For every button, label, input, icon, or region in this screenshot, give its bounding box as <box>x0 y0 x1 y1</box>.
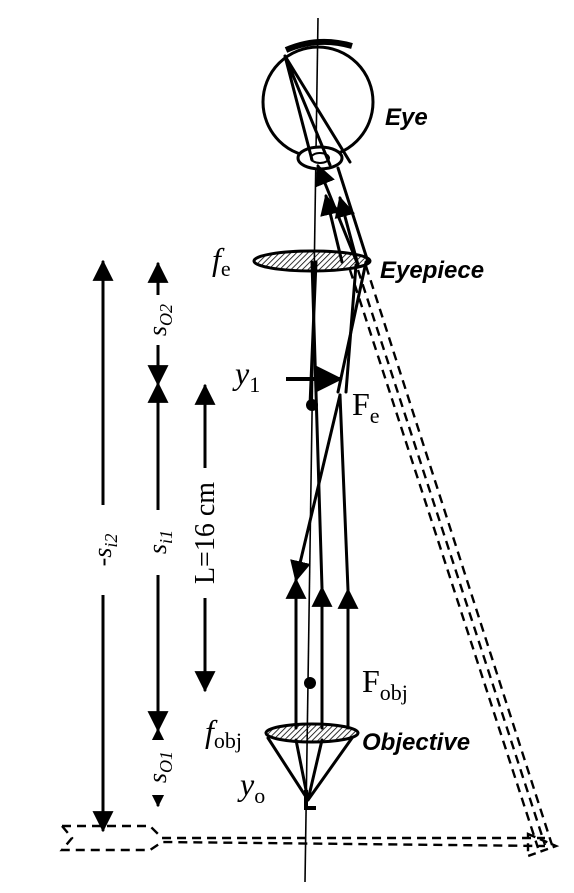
label-eye: Eye <box>385 104 428 131</box>
objective-lens <box>264 722 360 744</box>
label-so2: sO2 <box>143 304 176 336</box>
label-si1: si1 <box>143 530 176 554</box>
label-eyepiece: Eyepiece <box>380 257 484 284</box>
label-si2: -si2 <box>88 534 121 567</box>
label-fobj: fobj <box>205 713 242 753</box>
label-so1: sO1 <box>143 751 176 783</box>
label-y1: y1 <box>232 355 260 397</box>
label-yo: yo <box>237 766 265 808</box>
label-objective: Objective <box>362 729 470 756</box>
label-Fe: Fe <box>352 386 380 428</box>
label-fe: fe <box>212 241 231 281</box>
focal-point-Fobj <box>304 677 316 689</box>
focal-point-Fe <box>306 399 318 411</box>
label-tube-length: L=16 cm <box>190 482 221 584</box>
label-Fobj: Fobj <box>362 663 408 705</box>
final-image-arrow <box>59 824 546 852</box>
object-yo <box>304 790 316 810</box>
